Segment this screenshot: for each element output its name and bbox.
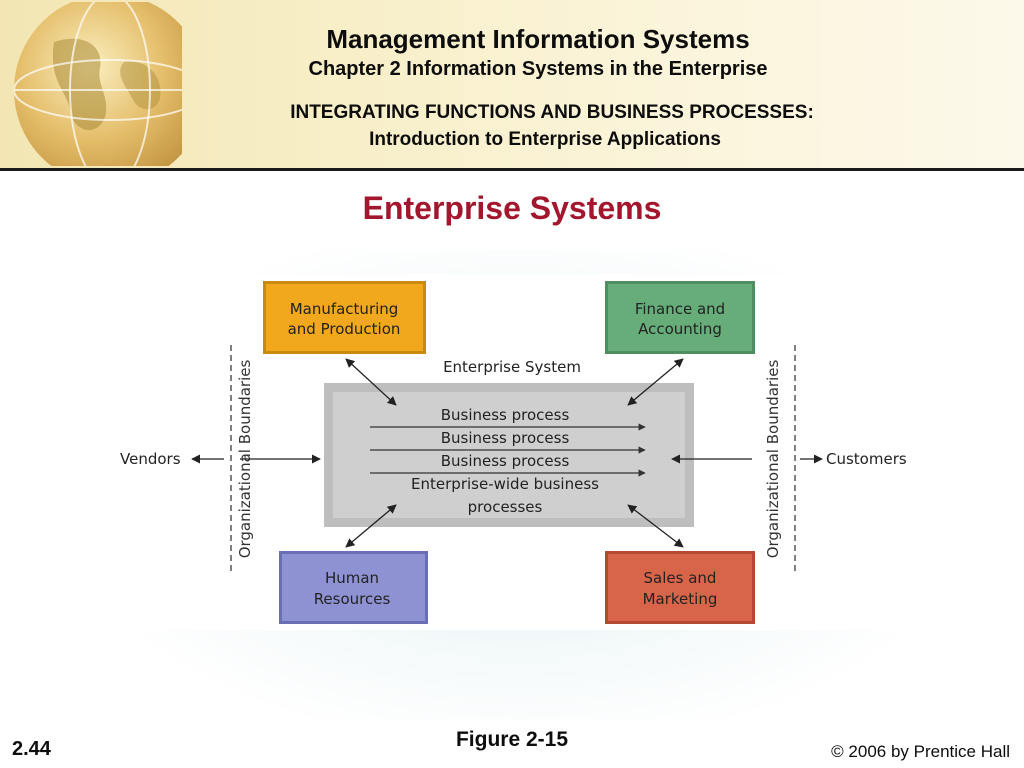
slide-number: 2.44 — [12, 738, 51, 760]
finance-label-2: Accounting — [638, 320, 722, 338]
enterprise-system-box — [333, 392, 685, 518]
manufacturing-label-2: and Production — [288, 320, 401, 338]
figure-caption: Figure 2-15 — [455, 728, 569, 751]
right-boundary-label: Organizational Boundaries — [764, 360, 782, 559]
finance-label-1: Finance and — [635, 300, 725, 318]
manufacturing-box — [266, 284, 423, 351]
finance-box — [608, 284, 752, 351]
manufacturing-label-1: Manufacturing — [290, 300, 399, 318]
customers-label: Customers — [826, 450, 907, 468]
finance-arrow — [627, 358, 684, 406]
course-title: Management Information Systems — [326, 24, 750, 54]
enterprise-systems-diagram: Organizational Boundaries Organizational… — [100, 275, 940, 630]
globe-icon — [14, 2, 182, 166]
sales-label-1: Sales and — [644, 569, 717, 587]
sales-arrow — [627, 504, 684, 548]
header-divider — [0, 168, 1024, 171]
business-process-1: Business process — [441, 406, 570, 424]
enterprise-system-label: Enterprise System — [443, 358, 581, 376]
slide-title: Enterprise Systems — [362, 190, 662, 226]
topic-title: INTEGRATING FUNCTIONS AND BUSINESS PROCE… — [290, 102, 814, 123]
hr-arrow — [345, 504, 397, 548]
hr-box — [282, 554, 425, 621]
enterprise-wide-line-2: processes — [468, 498, 543, 516]
topic-subtitle: Introduction to Enterprise Applications — [369, 129, 721, 150]
copyright-notice: © 2006 by Prentice Hall — [831, 742, 1010, 761]
hr-label-2: Resources — [314, 590, 391, 608]
hr-label-1: Human — [325, 569, 379, 587]
manufacturing-arrow — [345, 358, 397, 406]
enterprise-wide-line-1: Enterprise-wide business — [411, 475, 599, 493]
business-process-2: Business process — [441, 429, 570, 447]
vendors-label: Vendors — [120, 450, 181, 468]
sales-label-2: Marketing — [643, 590, 718, 608]
sales-box — [608, 554, 752, 621]
business-process-3: Business process — [441, 452, 570, 470]
chapter-title: Chapter 2 Information Systems in the Ent… — [308, 58, 768, 80]
